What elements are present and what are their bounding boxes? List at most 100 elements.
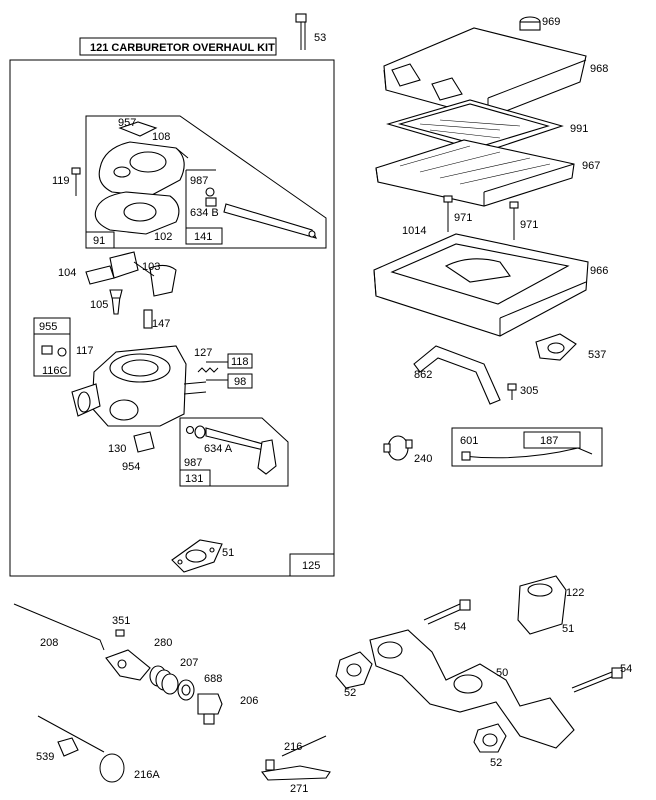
box-98 [227, 373, 253, 389]
intake-manifold-50 [369, 629, 575, 749]
callout-122: 122 [566, 587, 584, 599]
box-131 [179, 469, 211, 487]
callout-102: 102 [154, 231, 172, 243]
callout-206: 206 [240, 695, 258, 707]
box-187-label: 187 [540, 435, 558, 447]
screw-119 [71, 167, 81, 196]
gasket-537 [535, 333, 577, 361]
callout-103: 103 [142, 261, 160, 273]
subbox-131-outline [179, 417, 289, 487]
screw-54-top [423, 599, 471, 625]
subbox-91-outline [85, 115, 327, 249]
callout-117: 117 [76, 345, 94, 357]
callout-108: 108 [152, 131, 170, 143]
callout-305: 305 [520, 385, 538, 397]
spring-127 [197, 367, 219, 373]
callout-280: 280 [154, 637, 172, 649]
screw-971-right [509, 201, 519, 240]
callout-54a: 54 [454, 621, 466, 633]
box-125 [289, 553, 335, 577]
float-bowl-130 [133, 431, 155, 453]
callout-957: 957 [118, 117, 136, 129]
kit-title: 121 CARBURETOR OVERHAUL KIT [90, 42, 275, 54]
callout-50: 50 [496, 667, 508, 679]
callout-51a: 51 [222, 547, 234, 559]
knob-969 [519, 16, 541, 31]
callout-127: 127 [194, 347, 212, 359]
screw-971-left [443, 195, 453, 232]
callout-130: 130 [108, 443, 126, 455]
throttle-lever-131 [185, 425, 277, 475]
gasket-957 [118, 121, 158, 137]
bracket-862 [413, 345, 501, 405]
air-cleaner-cover-968 [383, 27, 587, 119]
box-131-label: 131 [185, 473, 203, 485]
callout-216a: 216A [134, 769, 160, 781]
box-955-label: 955 [39, 321, 57, 333]
filter-991 [386, 99, 564, 153]
air-cleaner-base-966 [373, 233, 589, 337]
callout-971b: 971 [520, 219, 538, 231]
callout-601: 601 [460, 435, 478, 447]
gasket-51-kit [171, 539, 223, 573]
needle-105 [109, 289, 123, 315]
spring-207 [149, 665, 179, 695]
callout-688: 688 [204, 673, 222, 685]
callout-862: 862 [414, 369, 432, 381]
callout-207: 207 [180, 657, 198, 669]
callout-351: 351 [112, 615, 130, 627]
box-98-label: 98 [234, 376, 246, 388]
linkage-216-271 [261, 735, 331, 781]
carburetor-body [71, 345, 207, 427]
choke-valve-103 [85, 251, 177, 297]
callout-53: 53 [314, 32, 326, 44]
callout-216: 216 [284, 741, 302, 753]
box-141-label: 141 [194, 231, 212, 243]
carburetor-top-cover [98, 141, 189, 197]
gasket-52-left [335, 651, 373, 689]
callout-1014: 1014 [402, 225, 426, 237]
callout-271: 271 [290, 783, 308, 795]
callout-634b: 634 B [190, 207, 219, 219]
callout-987b: 987 [184, 457, 202, 469]
box-118-label: 118 [231, 356, 249, 368]
callout-147: 147 [152, 318, 170, 330]
kit-title-box [79, 37, 277, 56]
screw-116c [41, 345, 67, 357]
bolt-206 [197, 693, 223, 725]
callout-987a: 987 [190, 175, 208, 187]
callout-966: 966 [590, 265, 608, 277]
kit-frame [9, 59, 335, 577]
cable-216a [37, 715, 125, 783]
box-91-label: 91 [93, 235, 105, 247]
callout-54b: 54 [620, 663, 632, 675]
throttle-shaft-141 [205, 187, 318, 239]
screw-305 [507, 383, 517, 400]
callout-539: 539 [36, 751, 54, 763]
callout-240: 240 [414, 453, 432, 465]
box-187 [523, 431, 581, 449]
callout-51b: 51 [562, 623, 574, 635]
callout-991: 991 [570, 123, 588, 135]
callout-967: 967 [582, 160, 600, 172]
box-91 [85, 231, 115, 249]
callout-116c: 116C [42, 365, 68, 377]
screw-53 [295, 13, 307, 50]
valve-240 [383, 435, 413, 461]
callout-119: 119 [52, 175, 70, 187]
callout-52b: 52 [490, 757, 502, 769]
gasket-52-bottom [473, 723, 507, 753]
screw-147 [143, 309, 153, 329]
spacer-122 [517, 575, 567, 635]
callout-104: 104 [58, 267, 76, 279]
box-955 [33, 317, 71, 335]
screw-54-right [571, 667, 623, 693]
callout-52a: 52 [344, 687, 356, 699]
callout-954: 954 [122, 461, 140, 473]
box-118 [227, 353, 253, 369]
hose-601 [461, 447, 593, 461]
washer-688 [177, 679, 195, 701]
carburetor-gasket [94, 191, 180, 235]
callout-634a: 634 A [204, 443, 233, 455]
